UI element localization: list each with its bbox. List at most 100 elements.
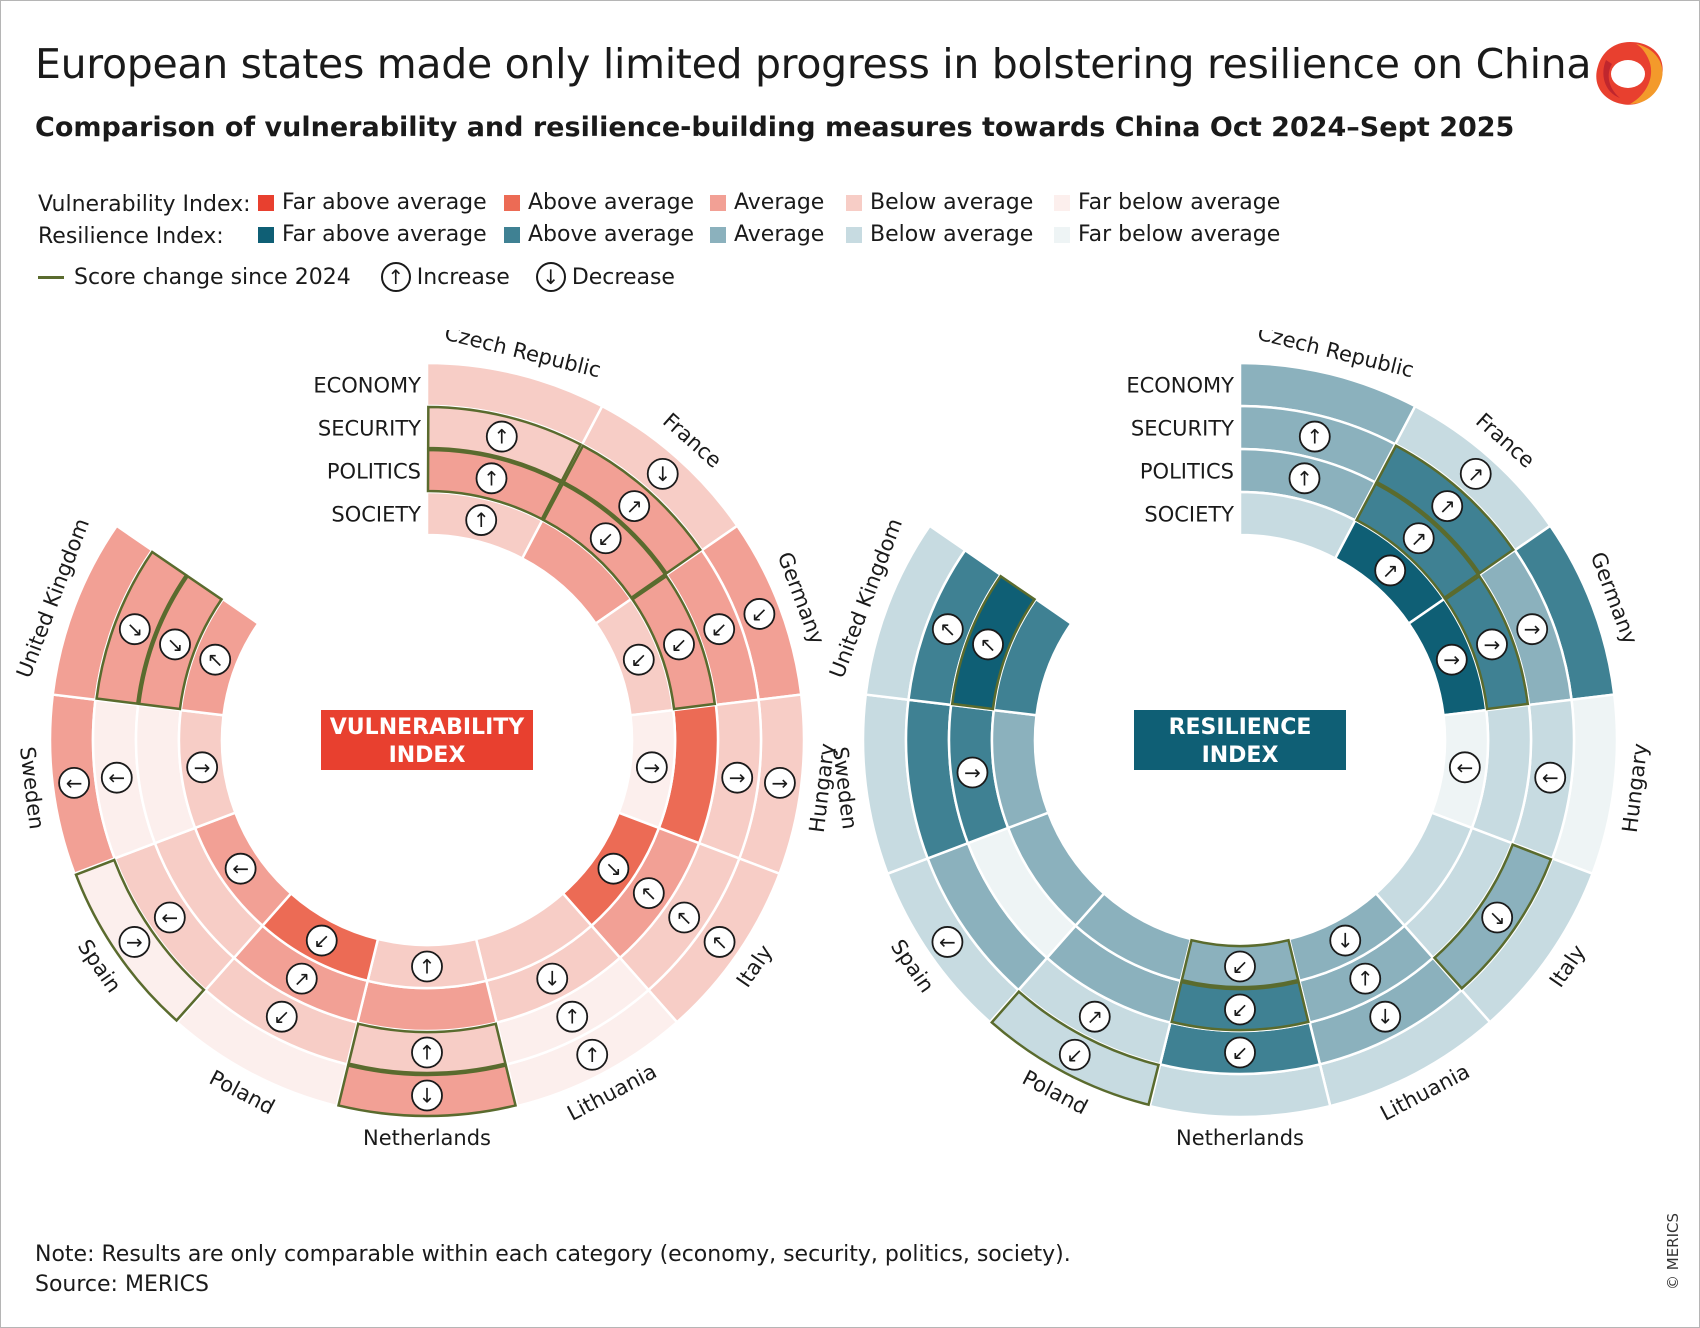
radial-charts: ↑↑↑↓↗↙↙↙↙↙→→→↖↖↖↘↑↑↓↓↑↑↙↗↙→←←←←→↘↘↖Czech… bbox=[12, 330, 1653, 1150]
score-change-outline bbox=[95, 550, 188, 706]
arrow-up-right-icon: ↗ bbox=[626, 494, 643, 518]
arrow-circle-icon bbox=[159, 628, 191, 661]
arrow-down-left-icon: ↙ bbox=[751, 602, 768, 626]
score-change-outline bbox=[347, 1022, 507, 1075]
resilience-legend-text: Far above average bbox=[282, 222, 487, 247]
arrow-right-icon: → bbox=[643, 755, 660, 779]
arrow-up-icon: ↑ bbox=[584, 1043, 601, 1067]
arrow-up-left-icon: ↖ bbox=[676, 906, 693, 930]
score-change-outline bbox=[541, 482, 667, 600]
arrow-circle-icon bbox=[224, 852, 257, 885]
arrow-circle-icon bbox=[635, 751, 668, 784]
arrow-up-icon: ↑ bbox=[1306, 425, 1323, 449]
arrow-down-left-icon: ↙ bbox=[630, 648, 647, 672]
arrow-circle-icon bbox=[1224, 950, 1256, 983]
score-change-outline bbox=[137, 574, 224, 711]
resilience-legend-item: Far above average bbox=[258, 222, 487, 247]
legend-increase-label: Increase bbox=[416, 264, 510, 290]
arrow-left-icon: ← bbox=[939, 930, 956, 954]
country-label: Sweden bbox=[828, 745, 862, 830]
arrow-circle-icon bbox=[186, 751, 219, 784]
arrow-circle-icon bbox=[556, 1000, 589, 1033]
arrow-circle-icon bbox=[1476, 628, 1508, 661]
arrow-right-icon: → bbox=[772, 771, 789, 795]
country-label: Sweden bbox=[15, 745, 49, 830]
arrow-right-icon: → bbox=[194, 755, 211, 779]
arrow-up-icon: ↑ bbox=[1296, 466, 1313, 490]
score-change-outline bbox=[950, 574, 1037, 711]
footnote: Note: Results are only comparable within… bbox=[35, 1240, 1071, 1300]
arrow-circle-icon bbox=[1288, 462, 1321, 495]
arrow-right-icon: → bbox=[126, 930, 143, 954]
vulnerability-legend-item: Above average bbox=[504, 190, 694, 215]
arrow-down-left-icon: ↙ bbox=[273, 1005, 290, 1029]
arrow-right-icon: → bbox=[964, 760, 981, 784]
arrow-circle-icon bbox=[576, 1038, 609, 1071]
arrow-up-icon: ↑ bbox=[380, 262, 411, 292]
arrow-right-icon: → bbox=[1524, 617, 1541, 641]
arrow-down-icon: ↓ bbox=[419, 1084, 436, 1108]
score-change-outline bbox=[336, 1064, 518, 1118]
arrow-down-right-icon: ↘ bbox=[1489, 906, 1506, 930]
arrow-circle-icon bbox=[663, 628, 695, 661]
arrow-circle-icon bbox=[721, 761, 754, 794]
score-change-outline bbox=[426, 448, 563, 521]
score-change-outline bbox=[1180, 938, 1300, 989]
arrow-circle-icon bbox=[1448, 751, 1481, 784]
vulnerability-legend-text: Average bbox=[734, 190, 825, 215]
copyright: © MERICS bbox=[1664, 1212, 1682, 1290]
arrow-left-icon: ← bbox=[161, 906, 178, 930]
arrow-right-icon: → bbox=[1484, 632, 1501, 656]
arrow-up-right-icon: ↗ bbox=[1410, 526, 1427, 550]
arrow-circle-icon bbox=[646, 458, 679, 490]
arrow-down-icon: ↓ bbox=[544, 967, 561, 991]
arrow-circle-icon bbox=[972, 628, 1004, 661]
arrow-up-right-icon: ↗ bbox=[293, 967, 310, 991]
arrow-circle-icon bbox=[536, 962, 569, 995]
legend-label-vulnerability: Vulnerability Index: bbox=[38, 191, 251, 217]
arrow-up-icon: ↑ bbox=[419, 1041, 436, 1065]
vulnerability-legend-text: Far below average bbox=[1078, 190, 1281, 215]
arrow-left-icon: ← bbox=[66, 771, 83, 795]
arrow-down-left-icon: ↙ bbox=[711, 617, 728, 641]
arrow-circle-icon bbox=[1329, 924, 1362, 957]
arrow-circle-icon bbox=[956, 756, 989, 789]
vulnerability-legend-item: Average bbox=[710, 190, 824, 215]
arrow-circle-icon bbox=[1224, 1036, 1256, 1069]
arrow-circle-icon bbox=[1369, 1000, 1402, 1033]
legend-decrease-label: Decrease bbox=[571, 264, 675, 290]
category-label: POLITICS bbox=[327, 460, 421, 484]
category-label: SECURITY bbox=[318, 417, 421, 441]
center-label-box bbox=[1134, 710, 1346, 770]
center-label-text: VULNERABILITY bbox=[330, 715, 525, 740]
arrow-up-right-icon: ↗ bbox=[1467, 462, 1484, 486]
arrow-circle-icon bbox=[1349, 962, 1382, 995]
country-label: Netherlands bbox=[1176, 1126, 1304, 1150]
legend-score-change: Score change since 2024 ↑ Increase ↓ Dec… bbox=[38, 262, 675, 292]
arrow-circle-icon bbox=[622, 643, 655, 676]
arrow-circle-icon bbox=[411, 1079, 443, 1112]
arrow-down-icon: ↓ bbox=[654, 462, 671, 486]
arrow-circle-icon bbox=[1534, 761, 1567, 794]
arrow-left-icon: ← bbox=[1456, 755, 1473, 779]
arrow-circle-icon bbox=[703, 613, 736, 646]
vulnerability-legend-item: Far below average bbox=[1054, 190, 1280, 215]
center-label-text: INDEX bbox=[389, 743, 466, 768]
arrow-up-left-icon: ↖ bbox=[640, 881, 657, 905]
arrow-circle-icon bbox=[668, 901, 701, 934]
resilience-legend-text: Average bbox=[734, 222, 825, 247]
arrow-down-right-icon: ↘ bbox=[167, 632, 184, 656]
arrow-down-icon: ↓ bbox=[1337, 929, 1354, 953]
arrow-circle-icon bbox=[411, 1036, 443, 1069]
score-change-outline bbox=[1443, 574, 1530, 711]
resilience-swatch bbox=[258, 226, 274, 243]
arrow-down-left-icon: ↙ bbox=[597, 526, 614, 550]
vulnerability-legend-text: Above average bbox=[528, 190, 695, 215]
score-change-outline bbox=[74, 858, 206, 1023]
arrow-circle-icon bbox=[411, 950, 443, 983]
arrow-circle-icon bbox=[589, 522, 622, 555]
resilience-swatch bbox=[710, 226, 726, 243]
arrow-down-icon: ↓ bbox=[1377, 1005, 1394, 1029]
center-label-box bbox=[321, 710, 533, 770]
arrow-circle-icon bbox=[100, 761, 133, 794]
